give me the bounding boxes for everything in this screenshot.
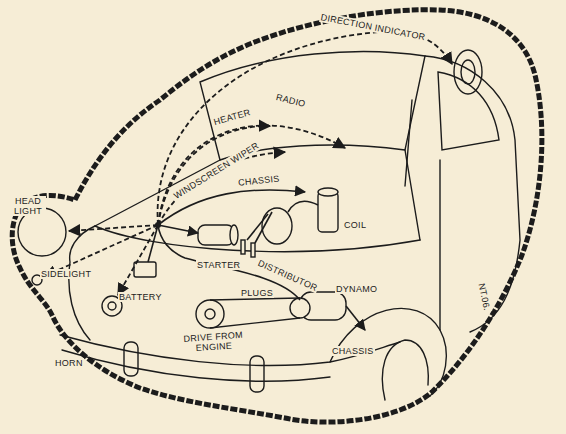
part-label: PLUGS — [240, 288, 274, 298]
part-label: COIL — [343, 220, 367, 230]
label-anchor: BATTERY — [118, 286, 163, 304]
part-label: DRIVE FROM ENGINE — [182, 330, 245, 354]
car-body — [60, 50, 520, 400]
sketch-outline — [12, 10, 542, 422]
label-anchor: COIL — [343, 214, 367, 232]
label-anchor: STARTER — [196, 254, 241, 272]
part-label: WINDSCREEN WIPER — [171, 140, 261, 202]
label-anchor: DRIVE FROM ENGINE — [182, 330, 245, 356]
part-label: CHASSIS — [237, 173, 281, 188]
label-anchor: WINDSCREEN WIPER — [168, 135, 263, 203]
wires-dashed — [45, 31, 452, 295]
label-anchor: PLUGS — [240, 282, 274, 300]
label-anchor: CHASSIS — [236, 167, 281, 189]
part-label: STARTER — [196, 260, 241, 270]
part-label: DIRECTION INDICATOR — [319, 12, 427, 42]
label-anchor: RADIO — [274, 86, 309, 111]
part-label: HEATER — [212, 107, 253, 128]
wires-solid — [148, 190, 365, 330]
label-anchor: HEATER — [210, 101, 253, 129]
belt — [210, 298, 300, 328]
part-label: RADIO — [274, 92, 307, 109]
part-label: CHASSIS — [331, 346, 375, 356]
label-anchor: HEAD LIGHT — [10, 196, 46, 218]
label-anchor: HORN — [54, 352, 84, 370]
signature: NT.06. — [476, 281, 492, 312]
part-label: BATTERY — [118, 292, 163, 302]
part-label: HORN — [54, 358, 84, 368]
part-label: HEAD LIGHT — [10, 196, 46, 216]
label-anchor: DYNAMO — [335, 278, 378, 296]
label-anchor: SIDELIGHT — [40, 263, 92, 281]
junction-dot — [155, 222, 161, 228]
components — [18, 188, 346, 328]
label-anchor: DIRECTION INDICATOR — [319, 6, 429, 44]
part-label: SIDELIGHT — [40, 269, 92, 279]
label-anchor: CHASSIS — [331, 340, 375, 358]
part-label: DYNAMO — [335, 284, 378, 294]
label-anchor: NT.06. — [474, 280, 498, 313]
